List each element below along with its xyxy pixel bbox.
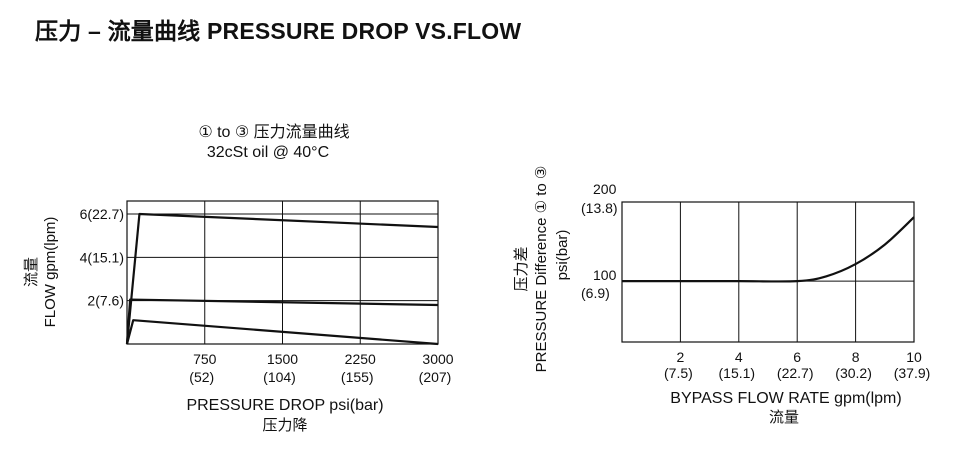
pressure-chart-x-tick-sublabel: (15.1) [719,365,756,381]
pressure-chart-y-axis-unit: psi(bar) [554,230,571,281]
pressure-chart-x-tick-label: 8 [852,349,860,365]
flow-chart-x-axis-label-cn: 压力降 [262,417,307,434]
pressure-chart-y-tick-sublabel: (6.9) [581,285,610,301]
flow-chart-subtitle: 32cSt oil @ 40°C [207,144,329,161]
flow-chart-x-tick-label: 1500 [267,351,298,367]
pressure-chart-x-tick-label: 6 [793,349,801,365]
pressure-chart-y-ticks: 100 (6.9) 200 (13.8) [581,181,618,301]
pressure-chart-y-tick-label: 200 [593,181,617,197]
flow-chart: ① to ③ 压力流量曲线 32cSt oil @ 40°C 750 (52) 15… [23,123,454,434]
pressure-chart-x-axis-label: BYPASS FLOW RATE gpm(lpm) [670,390,901,407]
pressure-chart-x-ticks: 2(7.5) 4(15.1) 6(22.7) 8(30.2) 10(37.9) [664,349,930,381]
pressure-chart: 2(7.5) 4(15.1) 6(22.7) 8(30.2) 10(37.9) 100 (… [513,166,930,426]
pressure-chart-x-tick-sublabel: (30.2) [835,365,872,381]
flow-chart-x-tick-sublabel: (104) [263,369,296,385]
flow-chart-x-tick-sublabel: (52) [189,369,214,385]
flow-chart-x-tick-label: 2250 [345,351,376,367]
flow-chart-series-line-2 [125,298,439,345]
flow-chart-y-tick-label: 2(7.6) [87,293,124,309]
flow-chart-plot-frame [126,200,439,345]
pressure-chart-x-tick-label: 4 [735,349,743,365]
flow-chart-x-tick-label: 3000 [422,351,453,367]
flow-chart-x-tick-sublabel: (155) [341,369,374,385]
flow-chart-x-axis-label: PRESSURE DROP psi(bar) [186,397,383,414]
flow-chart-y-axis-label-cn: 流量 [23,257,40,287]
page-title: 压力 – 流量曲线 PRESSURE DROP VS.FLOW [35,18,522,44]
pressure-chart-x-tick-sublabel: (7.5) [664,365,693,381]
pressure-chart-series-group [622,216,915,283]
flow-chart-x-ticks: 750 (52) 1500 (104) 2250 (155) 3000 (207) [189,351,453,385]
flow-chart-x-tick-sublabel: (207) [419,369,452,385]
pressure-chart-y-axis-label: PRESSURE Difference ① to ③ [533,166,550,373]
flow-chart-y-axis-label: FLOW gpm(lpm) [42,217,59,328]
pressure-chart-grid [622,202,914,342]
pressure-chart-series-line-1 [622,216,915,283]
flow-chart-y-tick-label: 4(15.1) [80,249,124,265]
pressure-chart-y-tick-sublabel: (13.8) [581,200,618,216]
pressure-chart-x-tick-label: 2 [677,349,685,365]
pressure-chart-x-tick-sublabel: (22.7) [777,365,814,381]
pressure-chart-plot-frame [621,201,915,343]
pressure-chart-x-tick-sublabel: (37.9) [894,365,931,381]
flow-chart-x-tick-label: 750 [193,351,217,367]
flow-chart-title: ① to ③ 压力流量曲线 [198,123,349,141]
flow-chart-y-ticks: 2(7.6) 4(15.1) 6(22.7) [80,206,124,309]
flow-chart-y-tick-label: 6(22.7) [80,206,124,222]
pressure-chart-x-tick-label: 10 [906,349,922,365]
flow-chart-series-line-3 [125,319,439,346]
pressure-chart-y-axis-label-cn: 压力差 [513,246,530,291]
pressure-chart-x-axis-label-cn: 流量 [769,409,799,426]
flow-chart-series-group [125,212,439,346]
pressure-chart-y-tick-label: 100 [593,267,617,283]
